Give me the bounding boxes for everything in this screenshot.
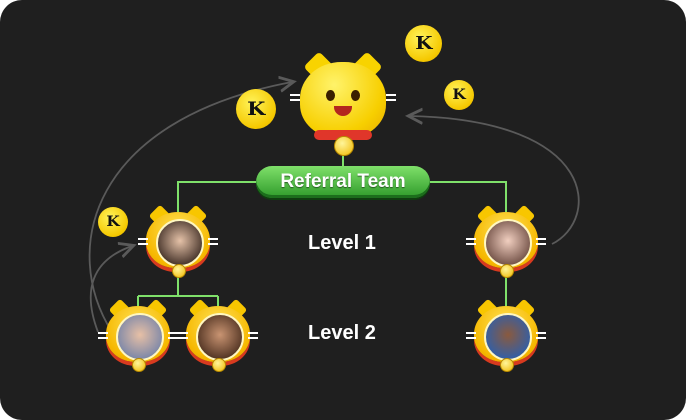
coin-icon: K xyxy=(444,80,474,110)
bell-icon xyxy=(132,358,146,372)
bell-icon xyxy=(334,136,354,156)
arrow-l2-to-l1 xyxy=(89,246,132,333)
arrow-left-to-root xyxy=(88,82,292,333)
tree-line-l1-l2 xyxy=(137,276,219,306)
coin-icon: K xyxy=(405,25,442,62)
bell-icon xyxy=(500,264,514,278)
tree-line-right xyxy=(430,181,507,212)
level-2-label: Level 2 xyxy=(308,322,376,344)
referral-team-pill: Referral Team xyxy=(256,166,430,198)
avatar-level2-left-b xyxy=(178,298,258,372)
cat-mascot-root xyxy=(290,51,396,156)
bell-icon xyxy=(212,358,226,372)
coin-icon: K xyxy=(98,207,128,237)
avatar-level1-right xyxy=(466,204,546,278)
coin-icon: K xyxy=(236,89,276,129)
tree-line-left xyxy=(177,181,256,212)
level-1-label: Level 1 xyxy=(308,232,376,254)
avatar-level2-right xyxy=(466,298,546,372)
arrow-right-to-root xyxy=(410,116,580,245)
bell-icon xyxy=(172,264,186,278)
bell-icon xyxy=(500,358,514,372)
avatar-level1-left xyxy=(138,204,218,278)
avatar-level2-left-a xyxy=(98,298,178,372)
